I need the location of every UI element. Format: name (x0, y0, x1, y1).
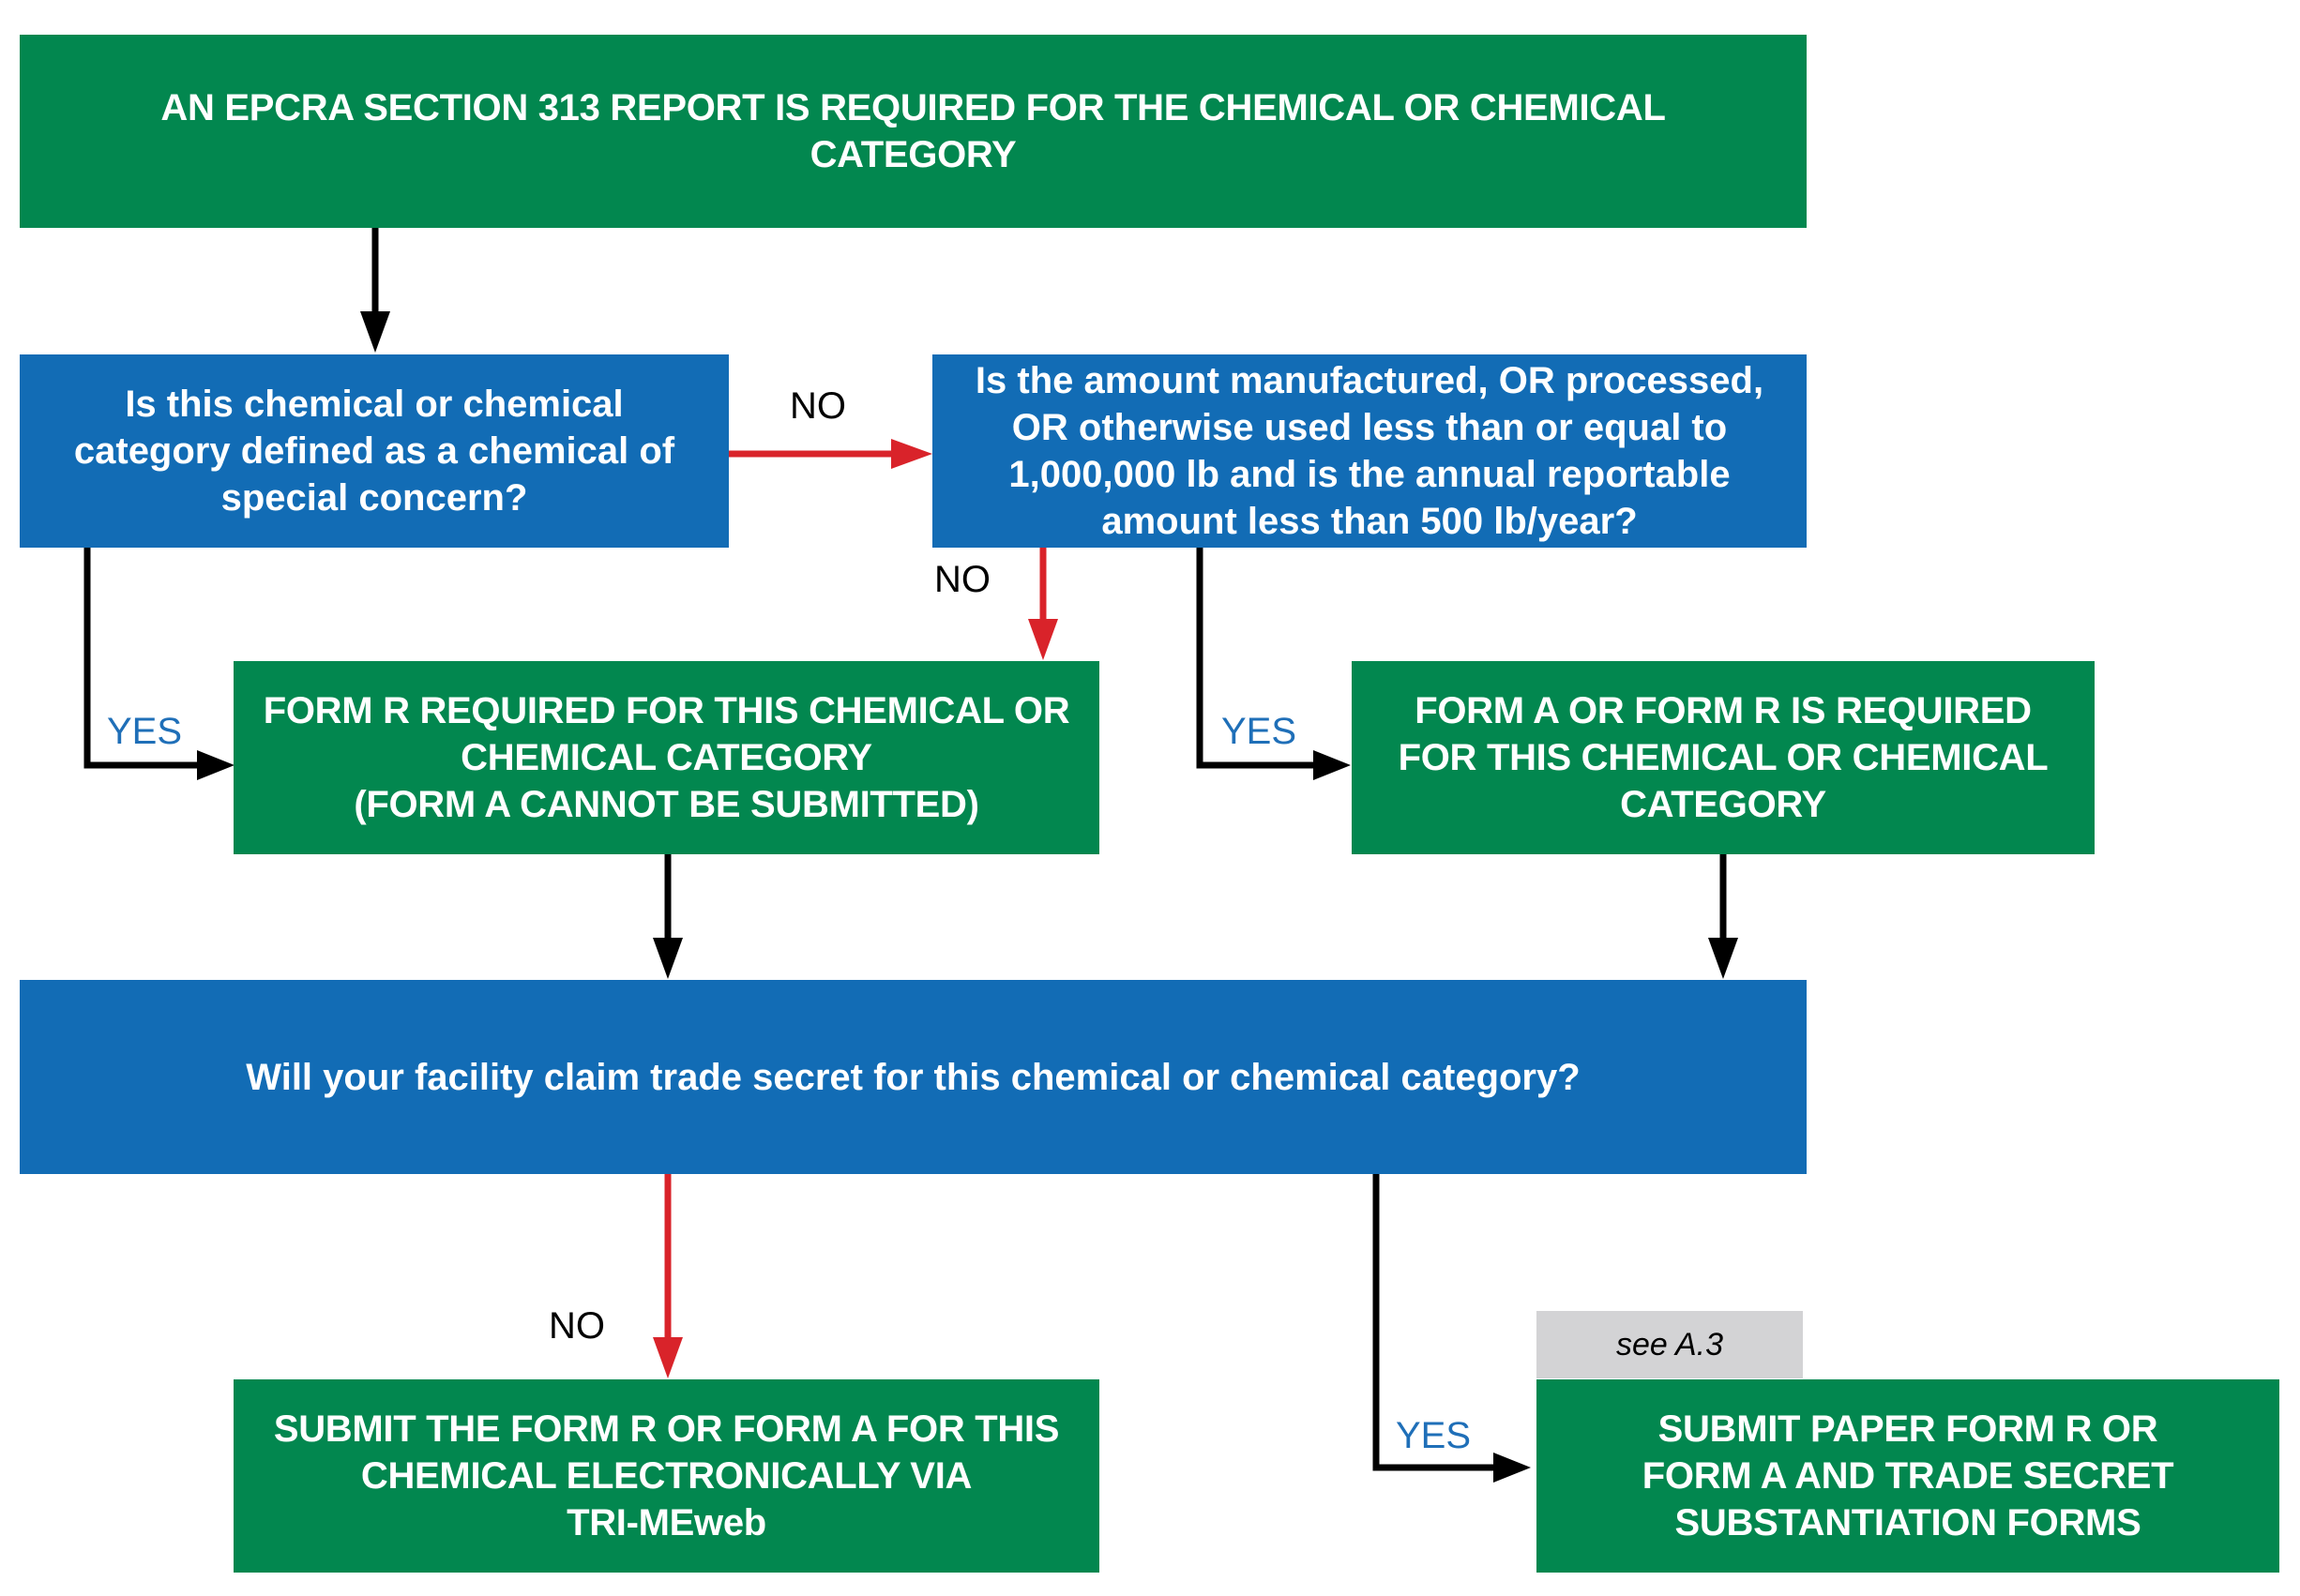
arrowhead-amount-to-forma-yes (1313, 750, 1351, 780)
arrowhead-forma-to-trade (1708, 938, 1738, 979)
arrowhead-trade-to-paper-yes (1493, 1453, 1531, 1483)
form-a-or-r-box: FORM A OR FORM R IS REQUIRED FOR THIS CH… (1352, 661, 2095, 854)
label-no-amount-to-form-r: NO (934, 559, 991, 600)
special-concern-question-text: Is this chemical or chemical category de… (73, 384, 675, 519)
submit-paper-text: SUBMIT PAPER FORM R OR FORM A AND TRADE … (1642, 1408, 2174, 1543)
arrow-trade-to-paper-yes (1372, 1173, 1497, 1471)
start-text: AN EPCRA SECTION 313 REPORT IS REQUIRED … (160, 87, 1666, 175)
arrowhead-special-to-formr-yes (197, 750, 235, 780)
see-a3-note: see A.3 (1536, 1311, 1803, 1378)
label-yes-special-to-form-r: YES (107, 711, 183, 752)
arrowhead-special-to-amount-no (891, 439, 932, 469)
submit-electronic-box: SUBMIT THE FORM R OR FORM A FOR THIS CHE… (234, 1379, 1099, 1573)
arrowhead-formr-to-trade (653, 938, 683, 979)
see-a3-note-text: see A.3 (1615, 1326, 1724, 1363)
trade-secret-question-text: Will your facility claim trade secret fo… (246, 1056, 1581, 1098)
trade-secret-question-box: Will your facility claim trade secret fo… (20, 980, 1807, 1174)
arrowhead-amount-to-formr-no (1028, 619, 1058, 660)
form-a-or-r-text: FORM A OR FORM R IS REQUIRED FOR THIS CH… (1398, 690, 2049, 825)
form-r-required-text: FORM R REQUIRED FOR THIS CHEMICAL OR CHE… (263, 690, 1070, 825)
submit-paper-box: SUBMIT PAPER FORM R OR FORM A AND TRADE … (1536, 1379, 2279, 1573)
amount-question-text: Is the amount manufactured, OR processed… (975, 360, 1764, 542)
arrow-amount-to-forma-yes (1196, 548, 1317, 769)
amount-question-box: Is the amount manufactured, OR processed… (932, 354, 1807, 548)
special-concern-question-box: Is this chemical or chemical category de… (20, 354, 729, 548)
label-yes-amount-to-form-a: YES (1221, 711, 1297, 752)
label-yes-trade-secret: YES (1396, 1415, 1472, 1456)
arrow-special-to-formr-yes (83, 548, 202, 769)
label-no-trade-secret: NO (549, 1305, 605, 1347)
label-no-special-to-amount: NO (790, 385, 846, 427)
form-r-required-box: FORM R REQUIRED FOR THIS CHEMICAL OR CHE… (234, 661, 1099, 854)
arrowhead-start-to-special (360, 311, 390, 353)
start-box: AN EPCRA SECTION 313 REPORT IS REQUIRED … (20, 35, 1807, 228)
submit-electronic-text: SUBMIT THE FORM R OR FORM A FOR THIS CHE… (273, 1408, 1060, 1543)
arrowhead-trade-to-electronic-no (653, 1337, 683, 1378)
